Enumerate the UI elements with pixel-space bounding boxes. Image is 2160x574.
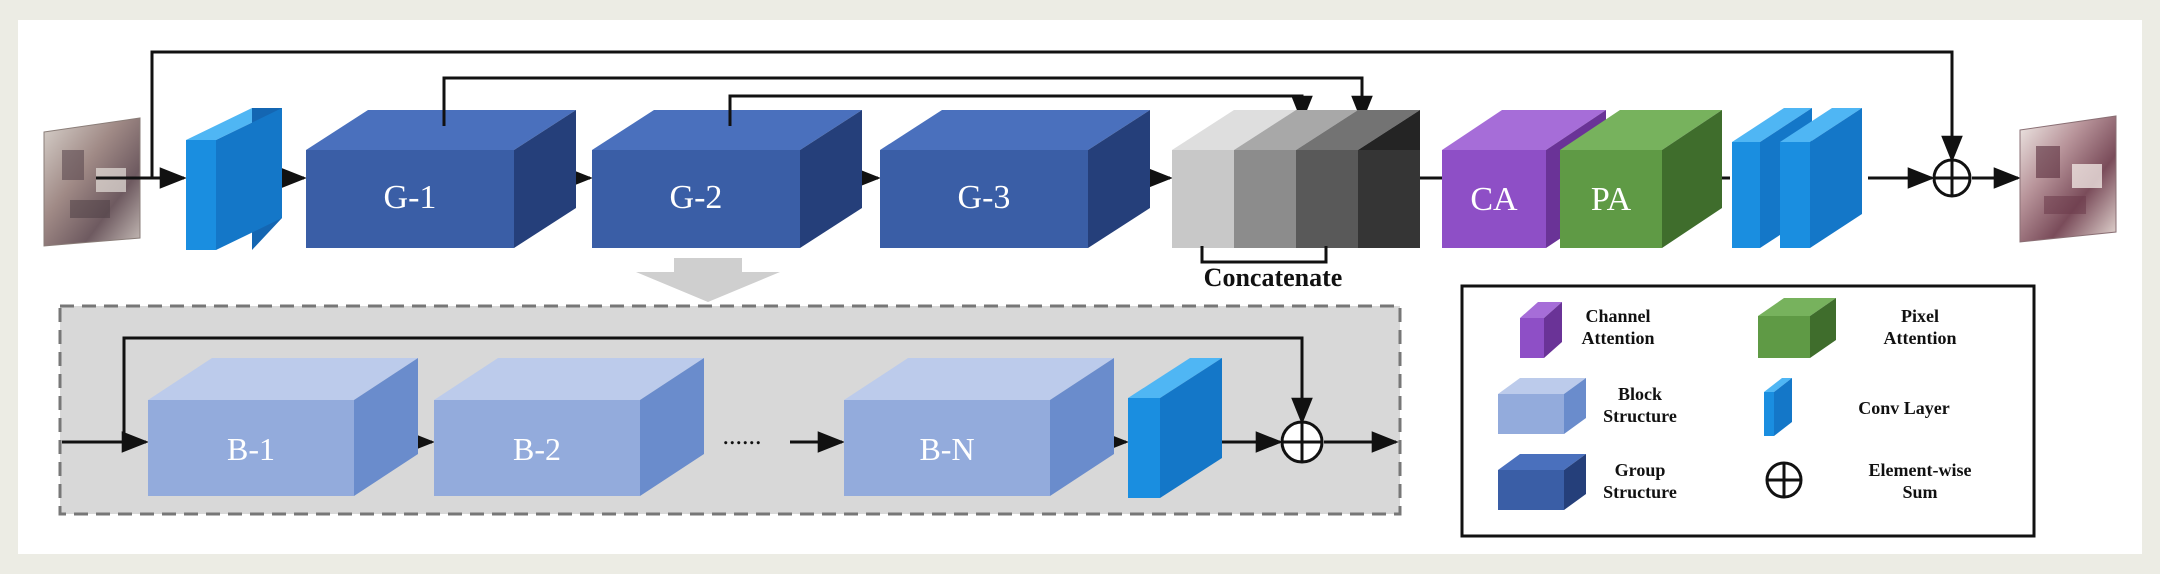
purple-cube-icon xyxy=(1520,302,1562,358)
legend-label: Element-wise xyxy=(1869,460,1972,480)
group-label-g1: G-1 xyxy=(384,179,437,216)
legend-item-block-structure: Block Structure xyxy=(1498,378,1677,434)
circled-plus-icon xyxy=(1765,461,1803,499)
legend-label: Attention xyxy=(1582,328,1655,348)
legend-item-conv-layer: Conv Layer xyxy=(1764,378,1950,436)
block-label-b2: B-2 xyxy=(513,431,561,467)
block-structure-bn: B-N xyxy=(844,358,1114,496)
input-image xyxy=(43,117,141,247)
legend-item-pixel-attention: Pixel Attention xyxy=(1758,298,1957,358)
element-wise-sum-icon xyxy=(1280,420,1324,464)
legend-label: Block xyxy=(1618,384,1662,404)
ellipsis-label: ...... xyxy=(723,421,762,450)
pixel-attention-block: PA xyxy=(1560,110,1722,248)
block-structure-b2: B-2 xyxy=(434,358,704,496)
main-flow: G-1 G-2 G-3 Concatenate xyxy=(43,50,2117,292)
conv-layer xyxy=(186,108,282,250)
dark-blue-cube-icon xyxy=(1498,454,1586,510)
expand-arrow-icon xyxy=(636,258,780,302)
group-detail-panel: ...... B-1 B-2 B-N xyxy=(58,304,1402,516)
global-skip-connection xyxy=(150,50,1963,178)
conv-layer xyxy=(1780,108,1862,248)
concat-slab xyxy=(1234,150,1296,248)
group-block-g2: G-2 xyxy=(592,110,862,248)
concat-slab xyxy=(1172,150,1234,248)
block-structure-b1: B-1 xyxy=(148,358,418,496)
pixel-attention-label: PA xyxy=(1591,181,1632,218)
group-label-g3: G-3 xyxy=(958,179,1011,216)
concat-stack: Concatenate xyxy=(1172,110,1420,292)
legend-label: Structure xyxy=(1603,482,1677,502)
g2-to-concat-connection xyxy=(728,94,1313,126)
conv-layer xyxy=(1128,358,1222,498)
concat-bracket xyxy=(1200,246,1328,264)
legend-label: Attention xyxy=(1884,328,1957,348)
legend-label: Sum xyxy=(1902,482,1937,502)
legend-label: Group xyxy=(1615,460,1666,480)
green-cube-icon xyxy=(1758,298,1836,358)
block-label-b1: B-1 xyxy=(227,431,275,467)
concat-slab xyxy=(1358,150,1420,248)
legend-item-element-wise-sum: Element-wise Sum xyxy=(1765,460,1972,502)
concat-slab xyxy=(1296,150,1358,248)
group-block-g1: G-1 xyxy=(306,110,576,248)
block-label-bn: B-N xyxy=(919,431,974,467)
group-label-g2: G-2 xyxy=(670,179,723,216)
legend-label: Pixel xyxy=(1901,306,1939,326)
legend: Channel Attention Pixel Attention Block … xyxy=(1460,284,2036,538)
group-block-g3: G-3 xyxy=(880,110,1150,248)
element-wise-sum-icon xyxy=(1932,158,1972,198)
group-skip-connection xyxy=(122,336,1313,442)
legend-label: Channel xyxy=(1585,306,1650,326)
light-blue-cube-icon xyxy=(1498,378,1586,434)
concat-label: Concatenate xyxy=(1204,263,1343,292)
legend-item-channel-attention: Channel Attention xyxy=(1520,302,1655,358)
g1-to-concat-connection xyxy=(442,76,1373,126)
legend-label: Conv Layer xyxy=(1858,398,1950,418)
legend-label: Structure xyxy=(1603,406,1677,426)
legend-item-group-structure: Group Structure xyxy=(1498,454,1677,510)
channel-attention-label: CA xyxy=(1470,181,1518,218)
output-image xyxy=(2019,115,2117,243)
conv-slab-icon xyxy=(1764,378,1792,436)
